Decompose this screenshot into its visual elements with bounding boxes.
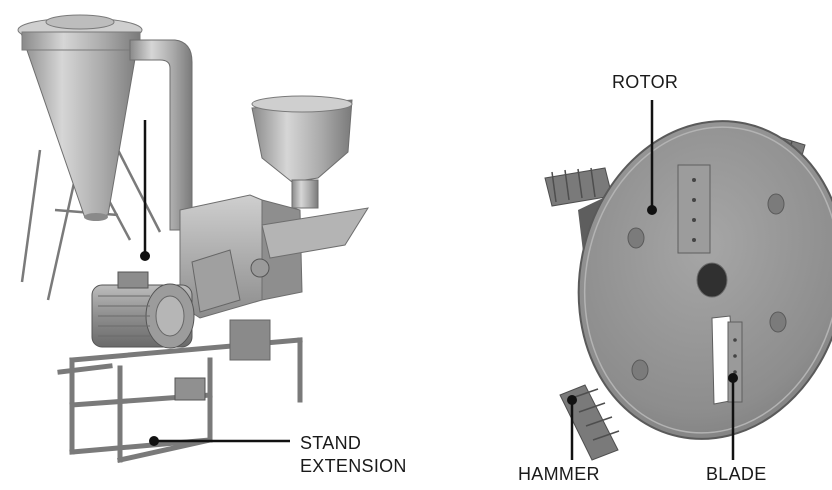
rotor-hub-hole (696, 262, 728, 298)
feed-chute (261, 207, 370, 259)
hopper (251, 99, 353, 183)
label-hammer: HAMMER (518, 464, 600, 484)
leader-dot-stand (149, 436, 159, 446)
label-stand-line1: STAND (300, 433, 362, 453)
blade (727, 321, 743, 403)
leader-lines (140, 100, 738, 460)
hammer-mill-illustration (17, 14, 370, 463)
leader-dot-blade (728, 373, 738, 383)
label-rotor: ROTOR (612, 72, 679, 92)
rotor-illustration (544, 120, 832, 461)
label-blade: BLADE (706, 464, 767, 484)
cyclone-cone (19, 29, 141, 219)
leader-dot-left-vertical (140, 251, 150, 261)
leader-dot-hammer (567, 395, 577, 405)
label-stand-line2: EXTENSION (300, 456, 407, 476)
leader-dot-rotor (647, 205, 657, 215)
electric-motor (91, 271, 195, 349)
duct-pipe (129, 39, 193, 231)
